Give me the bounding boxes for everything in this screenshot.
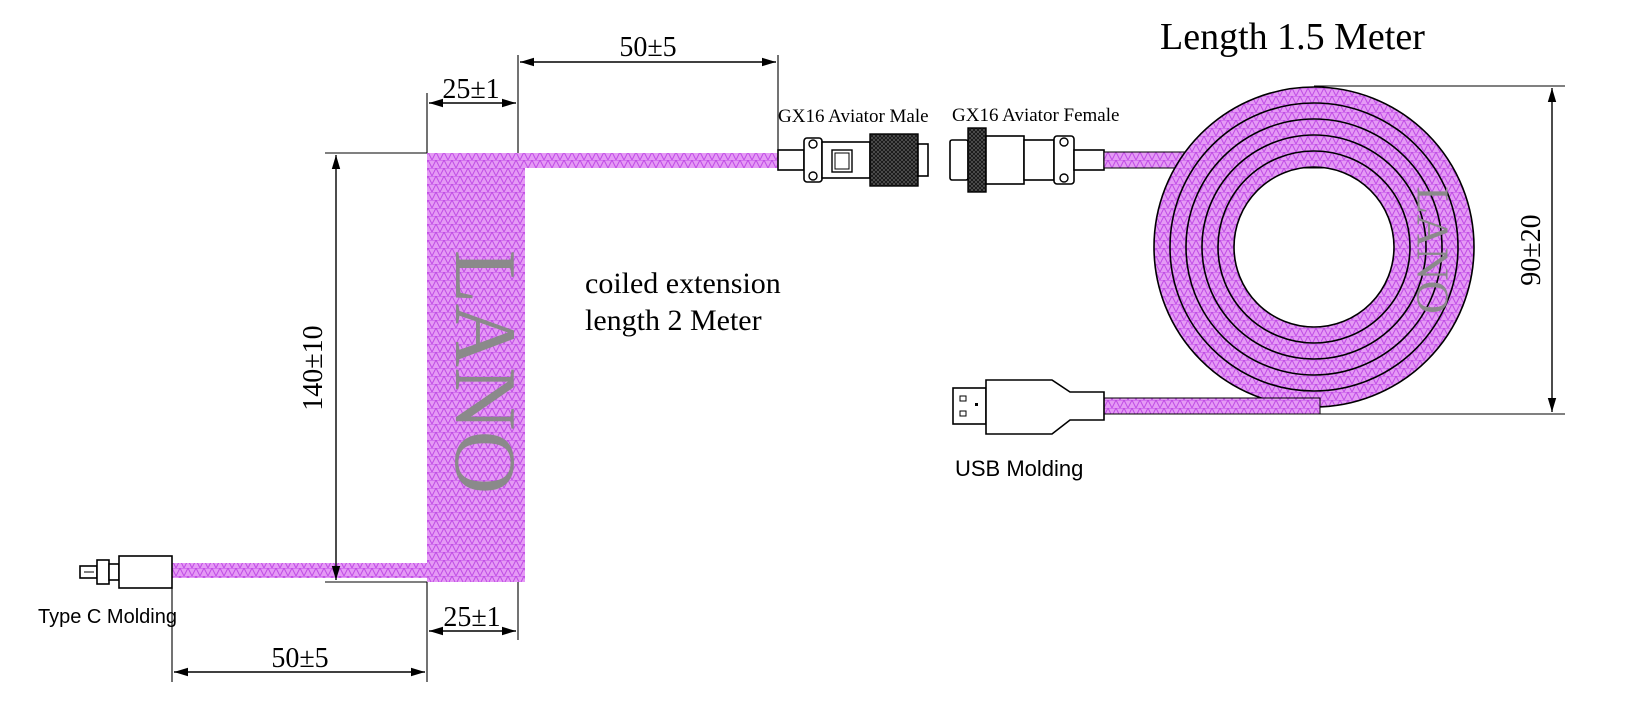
dim-bottom-coil-offset: 25±1 <box>426 582 519 640</box>
type-c-label: Type C Molding <box>38 606 177 628</box>
dim-top-lead: 50±5 <box>517 32 779 153</box>
looped-cable: LANO <box>1103 86 1475 415</box>
usb-connector <box>952 379 1105 435</box>
aviator-male-label: GX16 Aviator Male <box>778 106 929 127</box>
loop-brand-text: LANO <box>1407 186 1458 314</box>
dim-loop-diameter: 90±20 <box>1314 85 1565 415</box>
type-c-connector <box>79 555 173 589</box>
dim-coil-height: 140±10 <box>298 152 427 583</box>
top-straight-cable <box>518 153 780 168</box>
coil-caption-line1: coiled extension <box>585 267 781 300</box>
dim-bottom-coil-offset-text: 25±1 <box>443 602 500 633</box>
aviator-female-label: GX16 Aviator Female <box>952 105 1119 126</box>
coil-caption-line2: length 2 Meter <box>585 304 762 337</box>
dim-loop-diameter-text: 90±20 <box>1516 214 1547 285</box>
usb-label: USB Molding <box>955 456 1083 481</box>
loop-bottom-lead <box>1103 397 1321 415</box>
aviator-female-connector <box>949 127 1105 193</box>
dim-top-coil-offset-text: 25±1 <box>442 74 499 105</box>
coil-body <box>427 153 525 582</box>
aviator-male-connector <box>777 133 929 187</box>
dim-bottom-lead: 50±5 <box>171 588 428 682</box>
dim-bottom-lead-text: 50±5 <box>271 643 328 674</box>
dim-top-lead-text: 50±5 <box>619 32 676 63</box>
coil-brand-text: LANO <box>436 250 533 494</box>
coiled-extension: LANO <box>172 153 780 582</box>
diagram-title: Length 1.5 Meter <box>1160 16 1425 58</box>
bottom-straight-cable <box>172 563 427 578</box>
dim-top-coil-offset: 25±1 <box>426 74 519 153</box>
dim-coil-height-text: 140±10 <box>298 325 329 410</box>
